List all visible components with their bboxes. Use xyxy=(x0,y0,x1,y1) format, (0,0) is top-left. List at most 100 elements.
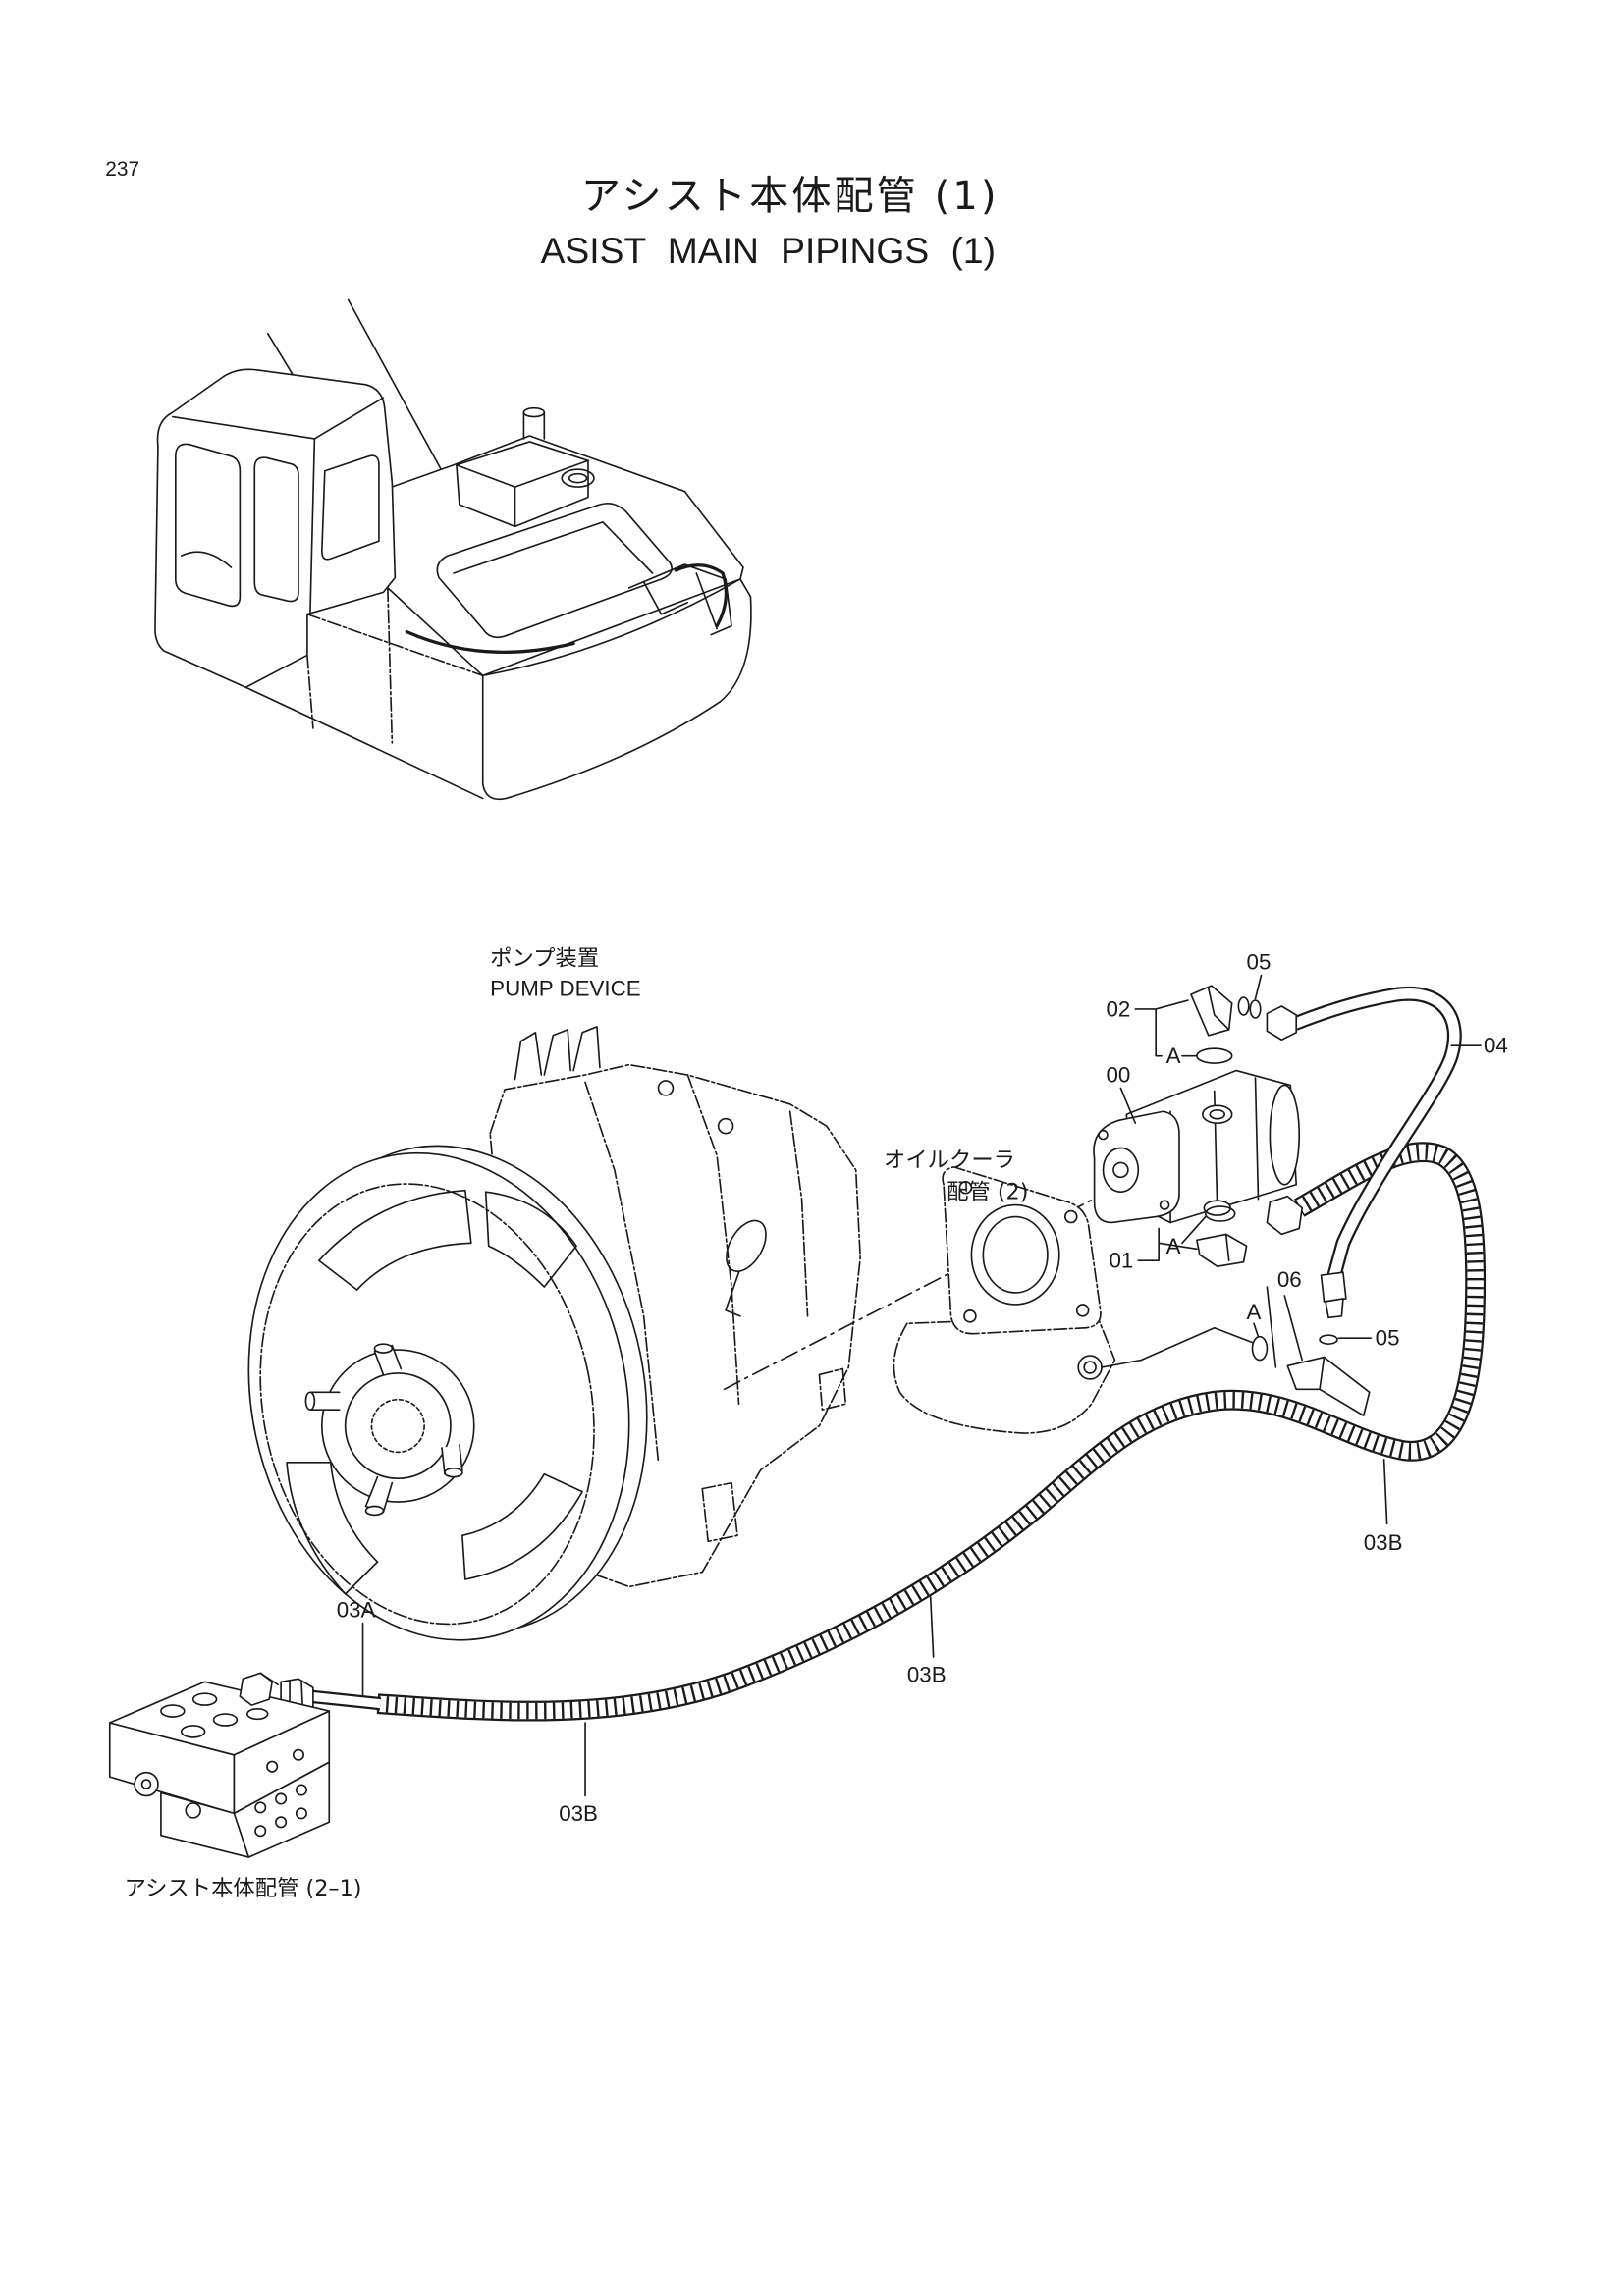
mount-bolt-hole xyxy=(1098,1129,1109,1141)
oil-cooler-adapter-drawing xyxy=(893,1166,1116,1434)
assist-piping-reference-label: アシスト本体配管 (2–1) xyxy=(125,1876,362,1901)
gear-pump-inlet-port xyxy=(1202,1104,1233,1124)
valve-spool-cap xyxy=(246,1708,269,1721)
hose-04 xyxy=(1266,986,1462,1319)
oil-cooler-outlet-body xyxy=(893,1315,1116,1434)
pump-ring-stem xyxy=(725,1271,741,1317)
callout-03b: 03B xyxy=(559,1801,598,1826)
valve-port xyxy=(275,1816,288,1829)
valve-port xyxy=(266,1760,279,1773)
callout-a: A xyxy=(1247,1300,1262,1324)
hood-edge xyxy=(453,521,654,574)
fitting-06-edge xyxy=(1319,1356,1326,1391)
oil-cooler-label-line2: 配管 (2) xyxy=(947,1180,1028,1205)
body-panel-lines xyxy=(306,587,484,744)
leader-05-top xyxy=(1254,974,1263,1000)
cab-side-window xyxy=(321,454,380,561)
boom-line xyxy=(266,332,294,376)
callout-03b: 03B xyxy=(907,1662,947,1686)
oil-cooler-flange xyxy=(942,1166,1102,1335)
hose-03b-end-fitting xyxy=(1266,1195,1303,1236)
callout-04: 04 xyxy=(1484,1034,1508,1058)
leader-03b-right xyxy=(1382,1459,1388,1525)
hose-03b-body xyxy=(376,1144,1484,1720)
fittings xyxy=(1190,985,1371,1416)
pump-hub-boss xyxy=(344,1372,452,1480)
exhaust-pipe xyxy=(522,411,546,440)
callout-06: 06 xyxy=(1277,1267,1302,1292)
fitting-01 xyxy=(1196,1233,1248,1267)
filler-cap xyxy=(561,468,595,488)
cab-door-window xyxy=(253,456,299,603)
leader-lines xyxy=(361,974,1482,1797)
callout-03a: 03A xyxy=(337,1598,376,1623)
o-ring-05 xyxy=(1319,1334,1338,1345)
o-ring-a xyxy=(1205,1205,1236,1222)
cab-wiper xyxy=(180,551,233,568)
callout-05: 05 xyxy=(1376,1326,1400,1351)
elbow-02-edge xyxy=(1207,988,1230,1031)
pump-stud-end xyxy=(444,1467,463,1478)
hose-03b xyxy=(376,1142,1487,1722)
leader-01 xyxy=(1137,1227,1198,1262)
callout-02: 02 xyxy=(1107,996,1131,1021)
gear-pump-shaft xyxy=(1102,1147,1140,1194)
pipe-03a-body xyxy=(309,1691,381,1709)
hose-04-bottom-nut xyxy=(1320,1271,1347,1303)
valve-port xyxy=(254,1825,267,1838)
elbow-fitting-02 xyxy=(1190,985,1233,1037)
o-ring-05 xyxy=(1249,999,1262,1019)
valve-spool-cap xyxy=(180,1725,206,1738)
pump-stud-end xyxy=(304,1391,316,1411)
cab-corner xyxy=(309,438,316,615)
o-ring-a xyxy=(1196,1047,1233,1064)
boom-line xyxy=(347,298,443,472)
hose-04-body xyxy=(1292,988,1460,1277)
hose-marker-loop xyxy=(674,563,729,628)
oil-cooler-port xyxy=(970,1203,1060,1306)
valve-port xyxy=(292,1748,305,1761)
cab xyxy=(154,368,397,689)
valve-elbow-fitting xyxy=(239,1672,273,1706)
callout-05: 05 xyxy=(1247,950,1272,975)
pump-stud-end xyxy=(364,1505,385,1517)
hose-04-outline xyxy=(1291,986,1462,1278)
oil-cooler-port-inner xyxy=(982,1215,1049,1294)
leader-00 xyxy=(1119,1087,1137,1124)
valve-port xyxy=(275,1792,288,1805)
pump-hub xyxy=(321,1349,475,1503)
valve-port xyxy=(295,1784,307,1796)
flange-window xyxy=(286,1461,379,1595)
leader-a-06 xyxy=(1253,1322,1260,1338)
flange-bolt-hole xyxy=(958,1180,973,1195)
counterweight xyxy=(481,578,752,800)
callout-00: 00 xyxy=(1107,1062,1131,1087)
fitting-01-edge xyxy=(1224,1233,1230,1262)
valve-spool-cap xyxy=(191,1692,218,1706)
valve-port xyxy=(185,1802,201,1819)
fitting-06-guide xyxy=(1266,1286,1277,1368)
pump-device-label-japanese: ポンプ装置 xyxy=(490,945,599,971)
pump-housing-ribs xyxy=(584,1074,809,1464)
pump-lifting-ring xyxy=(726,1219,767,1272)
pump-device-label-english: PUMP DEVICE xyxy=(490,977,640,1001)
o-ring-a xyxy=(1251,1335,1269,1362)
body-bottom-edge xyxy=(244,686,484,800)
valve-spool-cap xyxy=(160,1704,186,1718)
pump-bosses xyxy=(701,1367,847,1543)
cab-front-window xyxy=(174,443,242,608)
o-ring-05 xyxy=(1237,996,1250,1016)
leader-06 xyxy=(1283,1295,1303,1362)
valve-block-edge xyxy=(233,1812,250,1858)
callout-03b: 03B xyxy=(1364,1530,1403,1555)
page-title-japanese: アシスト本体配管 (1) xyxy=(581,174,1000,219)
hose-04-bottom-tip xyxy=(1325,1298,1344,1319)
leader-03b-middle xyxy=(929,1596,935,1658)
tank-sides xyxy=(456,459,589,528)
valve-elbow-stub xyxy=(259,1672,279,1686)
flange-window xyxy=(318,1189,472,1291)
filler-cap-inner xyxy=(568,472,588,484)
leader-a-lower xyxy=(1181,1215,1207,1245)
